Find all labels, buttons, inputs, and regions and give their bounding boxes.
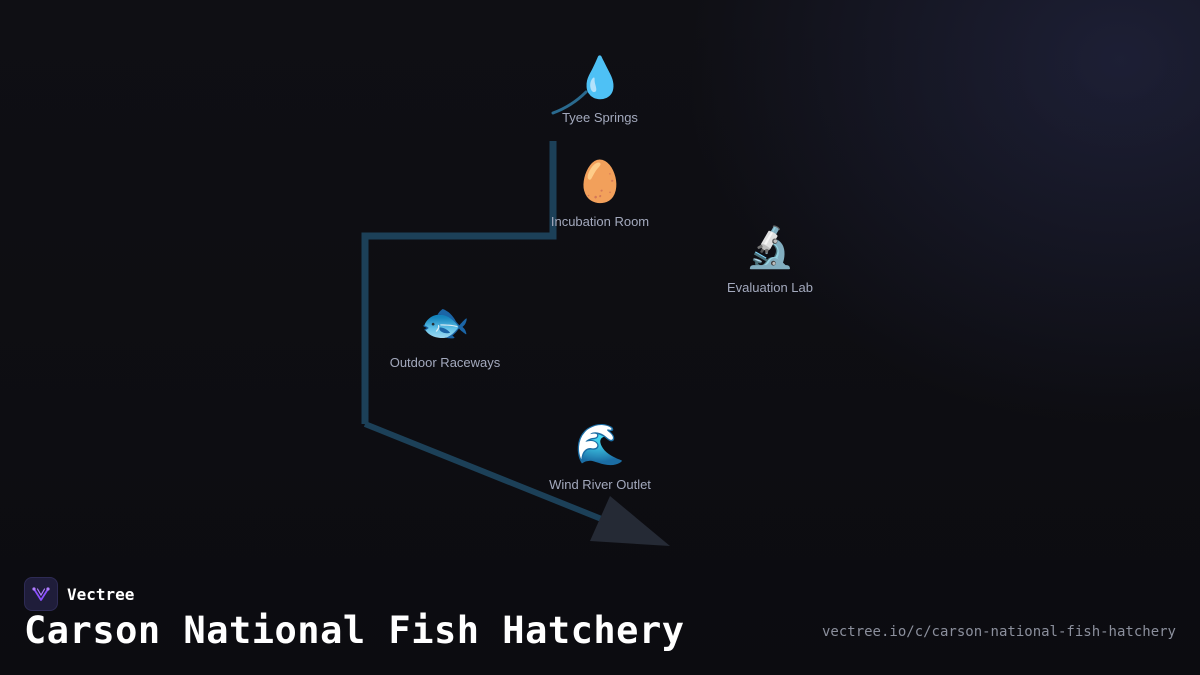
edge-tyee-springs-curve xyxy=(551,90,588,115)
edge-incubation-to-raceways xyxy=(361,141,557,424)
node-evaluation-lab[interactable]: 🔬 Evaluation Lab xyxy=(680,224,860,295)
egg-icon: 🥚 xyxy=(575,159,625,205)
node-label: Tyee Springs xyxy=(562,110,638,125)
node-label: Incubation Room xyxy=(550,214,650,229)
fish-icon: 🐟 xyxy=(420,300,470,346)
wave-icon: 🌊 xyxy=(575,422,625,468)
node-wind-river-outlet[interactable]: 🌊 Wind River Outlet xyxy=(510,421,690,492)
water-drop-icon: 💧 xyxy=(575,55,625,101)
brand[interactable]: Vectree xyxy=(24,577,134,611)
page-title: Carson National Fish Hatchery xyxy=(24,609,685,652)
node-outdoor-raceways[interactable]: 🐟 Outdoor Raceways xyxy=(355,299,535,370)
page-url[interactable]: vectree.io/c/carson-national-fish-hatche… xyxy=(821,624,1176,640)
edge-arrowhead xyxy=(590,496,670,546)
edge-raceways-to-outlet xyxy=(363,421,606,523)
node-label: Evaluation Lab xyxy=(726,280,813,295)
microscope-icon: 🔬 xyxy=(745,225,795,271)
node-tyee-springs[interactable]: 💧 Tyee Springs xyxy=(510,54,690,125)
brand-name: Vectree xyxy=(67,584,135,604)
node-label: Wind River Outlet xyxy=(549,477,651,492)
node-incubation-room[interactable]: 🥚 Incubation Room xyxy=(510,158,690,229)
node-label: Outdoor Raceways xyxy=(389,355,501,370)
vectree-logo-icon xyxy=(24,577,58,611)
